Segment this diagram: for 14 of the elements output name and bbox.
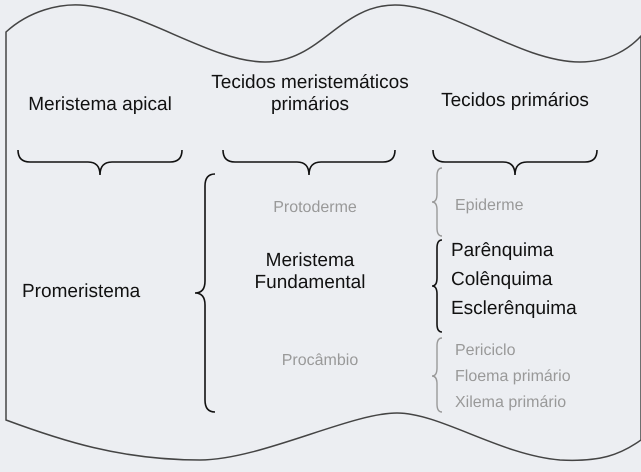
column-heading: Tecidos primários [440, 90, 590, 112]
faded-tissue-label: Epiderme [455, 197, 524, 216]
tissue-label: Colênquima [451, 269, 554, 291]
tissue-label: Esclerênquima [451, 298, 578, 320]
faded-tissue-label: Floema primário [455, 368, 572, 386]
faded-tissue-label: Xilema primário [455, 394, 568, 412]
column-heading: Meristema apical [27, 94, 173, 116]
column-heading: Tecidos meristemáticos primários [210, 72, 410, 116]
faded-tissue-label: Procâmbio [280, 352, 360, 370]
tissue-label: Parênquima [451, 240, 554, 262]
tissue-label: Promeristema [22, 281, 142, 303]
faded-tissue-label: Periciclo [455, 342, 516, 360]
tissue-label: Meristema Fundamental [254, 250, 366, 294]
faded-tissue-label: Protoderme [272, 199, 358, 218]
